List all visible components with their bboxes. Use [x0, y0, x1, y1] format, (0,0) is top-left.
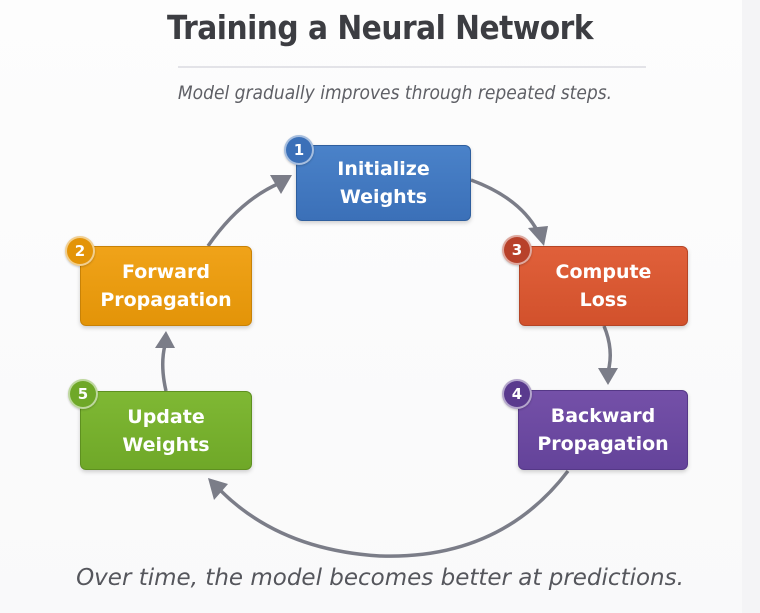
- diagram-subtitle: Model gradually improves through repeate…: [177, 82, 613, 104]
- step-backward-propagation: Backward Propagation: [518, 390, 688, 470]
- arrow-update-to-forward: [161, 344, 168, 392]
- step-number-badge: 1: [284, 135, 314, 165]
- step-label: Compute Loss: [555, 261, 652, 311]
- step-compute-loss: Compute Loss: [519, 246, 688, 326]
- step-label: Backward Propagation: [537, 405, 669, 455]
- step-label: Forward Propagation: [100, 261, 232, 311]
- arrow-initialize-to-compute-loss: [470, 178, 540, 233]
- arrowhead-compute-loss: [528, 226, 548, 246]
- title-divider: [178, 66, 646, 68]
- step-number-badge: 3: [502, 235, 532, 265]
- step-label: Update Weights: [122, 405, 210, 456]
- step-update-weights: Update Weights: [80, 391, 252, 470]
- step-number-badge: 2: [65, 236, 95, 266]
- arrowhead-backward: [598, 368, 618, 385]
- arrowhead-initialize: [270, 175, 292, 194]
- arrow-compute-loss-to-backward: [602, 325, 612, 373]
- step-number-badge: 5: [68, 379, 98, 409]
- arrow-forward-to-initialize: [206, 181, 281, 247]
- edge-strip: [742, 0, 760, 613]
- step-forward-propagation: Forward Propagation: [80, 246, 252, 326]
- arrowhead-forward: [155, 331, 175, 348]
- diagram-title: Training a Neural Network: [166, 8, 594, 47]
- arrow-backward-to-update: [218, 469, 570, 558]
- step-initialize-weights: Initialize Weights: [296, 145, 471, 221]
- step-number-badge: 4: [502, 379, 532, 409]
- arrowhead-update: [208, 478, 228, 500]
- step-label: Initialize Weights: [337, 158, 430, 208]
- diagram-footer: Over time, the model becomes better at p…: [76, 565, 684, 591]
